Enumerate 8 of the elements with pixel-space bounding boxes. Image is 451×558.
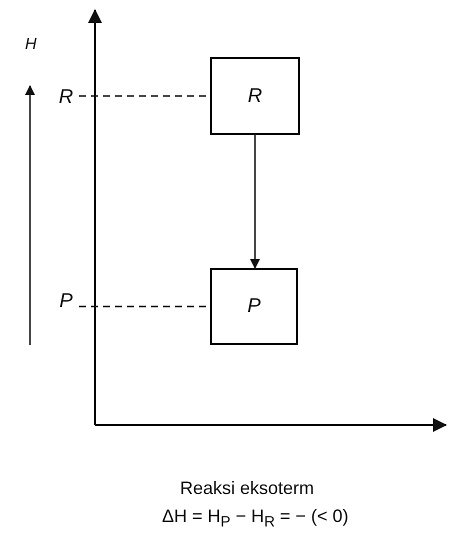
- level-box: R: [210, 57, 300, 135]
- level-label: R: [55, 84, 77, 110]
- axis-label: H: [25, 36, 37, 54]
- equation-text: ΔH = H$_{P}$ − H$_{R}$ = − (< 0): [162, 506, 348, 531]
- caption-text: Reaksi eksoterm: [180, 478, 314, 499]
- level-label: P: [55, 288, 77, 314]
- arrow: [250, 135, 260, 269]
- level-box: P: [210, 268, 298, 345]
